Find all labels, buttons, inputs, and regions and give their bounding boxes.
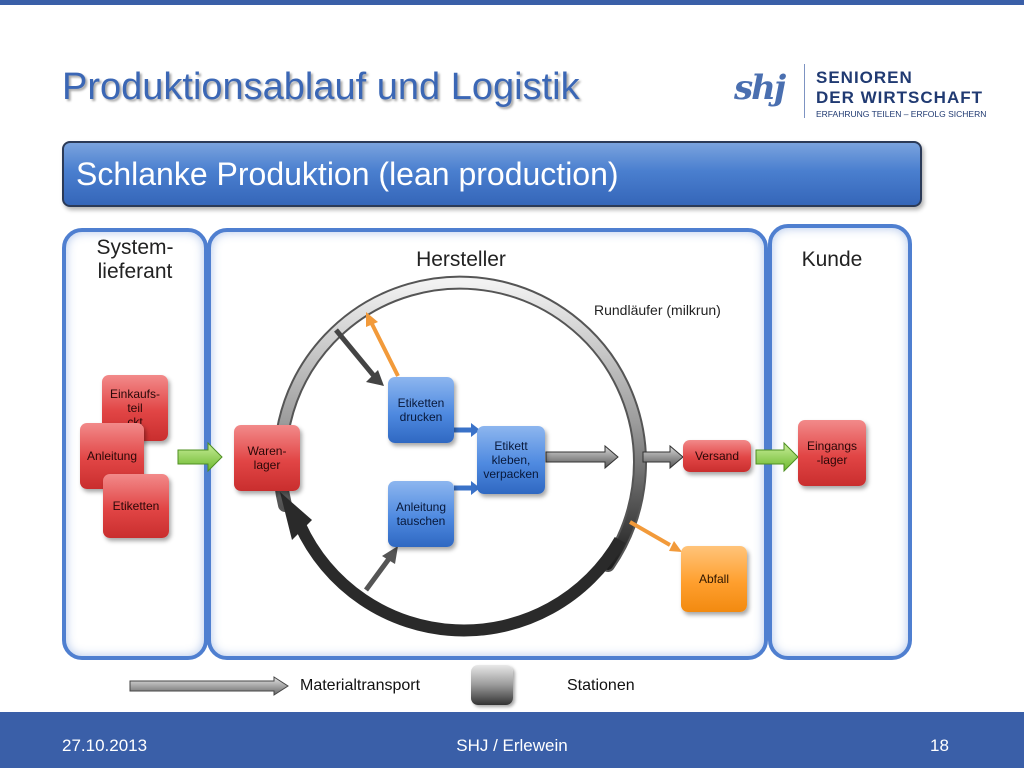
footer-author: SHJ / Erlewein bbox=[456, 736, 568, 755]
logo: shj SENIOREN DER WIRTSCHAFT ERFAHRUNG TE… bbox=[734, 64, 987, 124]
node-etiketten-drucken: Etiketten drucken bbox=[388, 377, 454, 443]
milkrun-arrowhead bbox=[280, 492, 312, 540]
footer-page-number: 18 bbox=[930, 736, 949, 755]
node-versand: Versand bbox=[683, 440, 751, 472]
node-eingangslager: Eingangs -lager bbox=[798, 420, 866, 486]
legend-stations-label: Stationen bbox=[567, 677, 635, 694]
node-anleitung-tauschen: Anleitung tauschen bbox=[388, 481, 454, 547]
milkrun-label: Rundläufer (milkrun) bbox=[594, 302, 721, 318]
arrow-ring-versand bbox=[642, 444, 684, 470]
logo-divider bbox=[804, 64, 805, 118]
arrow-orange-top bbox=[369, 321, 400, 377]
arrow-ring-etidruck bbox=[334, 328, 376, 378]
legend-material-arrow bbox=[129, 676, 289, 696]
node-abfall: Abfall bbox=[681, 546, 747, 612]
subtitle-text: Schlanke Produktion (lean production) bbox=[76, 156, 619, 192]
legend-station-swatch bbox=[471, 665, 513, 705]
top-accent-bar bbox=[0, 0, 1024, 5]
subtitle-banner: Schlanke Produktion (lean production) bbox=[62, 141, 922, 207]
milkrun-ring-lower bbox=[294, 522, 626, 637]
arrow-orange-top-head bbox=[366, 312, 378, 327]
node-etiketten: Etiketten bbox=[103, 474, 169, 538]
footer-date: 27.10.2013 bbox=[62, 736, 148, 755]
arrow-kleben-ring bbox=[545, 444, 619, 470]
arrow-ring-etidruck-head bbox=[366, 370, 384, 386]
footer-bar: 27.10.2013 SHJ / Erlewein 18 bbox=[0, 712, 1024, 768]
panel-title-hersteller: Hersteller bbox=[416, 248, 506, 271]
logo-mark: shj bbox=[734, 68, 786, 108]
panel-title-kunde: Kunde bbox=[801, 248, 863, 271]
logo-line-1: SENIOREN bbox=[816, 68, 913, 87]
panel-title-systemlieferant: System- lieferant bbox=[96, 236, 174, 283]
milkrun-ring-highlight bbox=[274, 277, 645, 570]
arrow-anleitung-ring-head bbox=[382, 546, 398, 564]
slide-title: Produktionsablauf und Logistik bbox=[62, 66, 580, 108]
arrow-orange-abfall-head bbox=[669, 541, 682, 552]
logo-tagline: ERFAHRUNG TEILEN – ERFOLG SICHERN bbox=[816, 109, 987, 119]
arrow-orange-abfall bbox=[629, 520, 671, 547]
logo-line-2: DER WIRTSCHAFT bbox=[816, 88, 983, 107]
legend-material-label: Materialtransport bbox=[300, 677, 421, 694]
node-etikett-kleben: Etikett kleben, verpacken bbox=[477, 426, 545, 494]
arrow-versand-eingang bbox=[755, 441, 799, 473]
arrow-anleitung-ring bbox=[363, 554, 394, 592]
node-warenlager: Waren- lager bbox=[234, 425, 300, 491]
arrow-anltausch-kleben-head bbox=[471, 481, 480, 495]
arrow-in-warenlager bbox=[177, 441, 223, 473]
milkrun-ring bbox=[272, 275, 647, 572]
arrow-etidruck-kleben-head bbox=[471, 423, 480, 437]
